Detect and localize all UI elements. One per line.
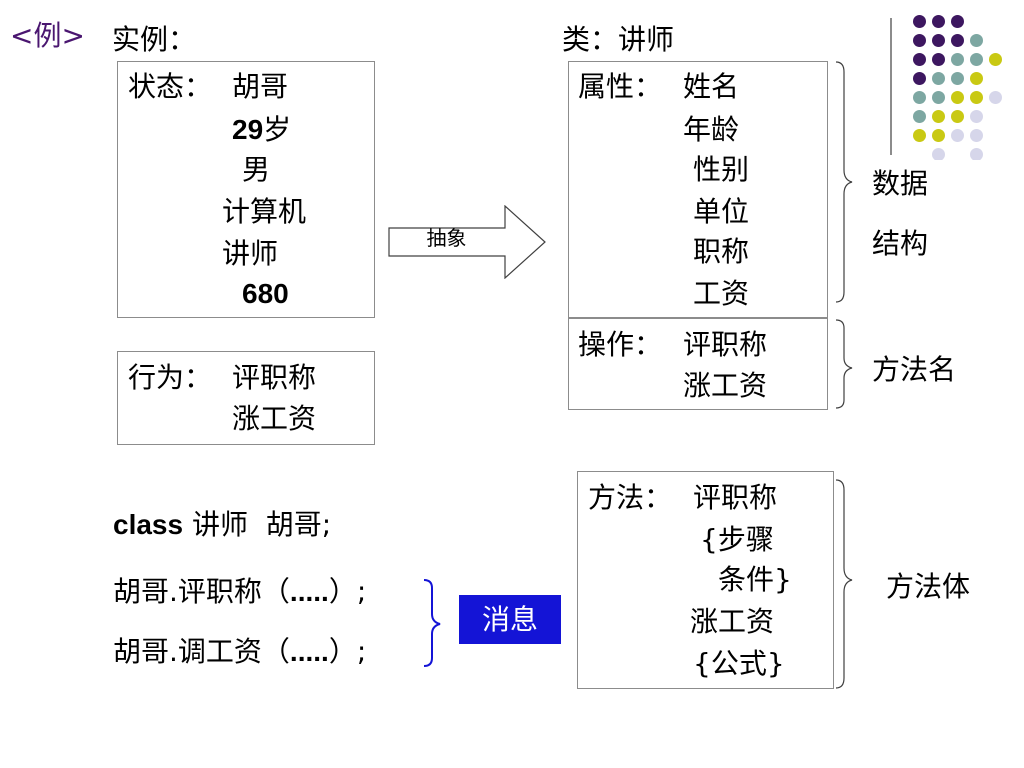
state-title: 讲师 bbox=[222, 237, 279, 270]
decorative-dot bbox=[913, 15, 926, 28]
message-call-2: 胡哥.调工资（.....）; bbox=[113, 638, 366, 666]
abstraction-label: 抽象 bbox=[426, 226, 467, 250]
class-operations-box bbox=[568, 318, 828, 410]
decorative-divider bbox=[890, 18, 892, 155]
method-body-box bbox=[577, 471, 834, 689]
method-label: 方法： bbox=[588, 481, 673, 514]
decorative-dot bbox=[932, 72, 945, 85]
attribute-item: 职称 bbox=[693, 235, 750, 268]
call-method: 评职称（ bbox=[177, 575, 290, 608]
decorative-dot bbox=[932, 53, 945, 66]
message-brace bbox=[423, 579, 441, 667]
class-declaration: class 讲师 胡哥; bbox=[113, 511, 331, 539]
method-body-label: 方法体 bbox=[886, 570, 971, 603]
decorative-dot bbox=[932, 34, 945, 47]
call-object: 胡哥. bbox=[113, 635, 178, 668]
decorative-dot bbox=[951, 53, 964, 66]
behavior-label: 行为： bbox=[128, 361, 213, 394]
state-label: 状态： bbox=[128, 70, 213, 103]
decorative-dot bbox=[970, 91, 983, 104]
instance-state-box bbox=[117, 61, 375, 318]
decorative-dot bbox=[932, 15, 945, 28]
data-structure-label-line1: 数据 bbox=[872, 167, 929, 200]
operations-label: 操作： bbox=[578, 328, 663, 361]
decorative-dot bbox=[932, 129, 945, 142]
decorative-dot bbox=[913, 91, 926, 104]
decorative-dot bbox=[970, 148, 983, 160]
decorative-dot bbox=[951, 91, 964, 104]
decorative-dot bbox=[951, 110, 964, 123]
behavior-item: 涨工资 bbox=[232, 402, 317, 435]
decorative-dot bbox=[970, 110, 983, 123]
decorative-dot bbox=[951, 15, 964, 28]
decorative-dot bbox=[932, 91, 945, 104]
method-line: 评职称 bbox=[693, 481, 778, 514]
method-line: 涨工资 bbox=[690, 605, 775, 638]
instance-heading: 实例： bbox=[112, 23, 197, 56]
operation-item: 评职称 bbox=[683, 328, 768, 361]
decorative-dot bbox=[932, 110, 945, 123]
message-box: 消息 bbox=[459, 595, 561, 644]
decorative-dot bbox=[913, 72, 926, 85]
slide-tag: <例> bbox=[10, 19, 85, 52]
method-name-brace bbox=[835, 319, 853, 409]
method-line: {步骤 bbox=[700, 523, 774, 556]
decorative-dot bbox=[913, 34, 926, 47]
decorative-dot bbox=[932, 148, 945, 160]
operation-item: 涨工资 bbox=[683, 369, 768, 402]
call-method: 调工资（ bbox=[177, 635, 290, 668]
state-age-unit: 岁 bbox=[263, 113, 292, 146]
state-department: 计算机 bbox=[222, 195, 307, 228]
call-args: ..... bbox=[289, 636, 329, 667]
method-line: 条件} bbox=[718, 563, 792, 596]
attribute-item: 单位 bbox=[693, 195, 750, 228]
decorative-dot bbox=[970, 72, 983, 85]
decorative-dot bbox=[951, 129, 964, 142]
instance-behavior-box bbox=[117, 351, 375, 445]
state-salary: 680 bbox=[242, 278, 289, 309]
class-declaration-rest: 讲师 胡哥; bbox=[183, 508, 332, 541]
decorative-dot-grid bbox=[900, 10, 1024, 160]
state-age-number: 29 bbox=[232, 114, 264, 145]
abstraction-arrow bbox=[388, 205, 546, 279]
attribute-item: 年龄 bbox=[683, 113, 740, 146]
decorative-dot bbox=[970, 53, 983, 66]
behavior-item: 评职称 bbox=[232, 361, 317, 394]
decorative-dot bbox=[989, 53, 1002, 66]
state-age: 29岁 bbox=[232, 116, 291, 144]
decorative-dot bbox=[951, 34, 964, 47]
call-end: ）; bbox=[328, 575, 367, 608]
decorative-dot bbox=[913, 53, 926, 66]
attributes-label: 属性： bbox=[578, 70, 663, 103]
class-attributes-box bbox=[568, 61, 828, 318]
class-keyword: class bbox=[113, 509, 184, 540]
call-object: 胡哥. bbox=[113, 575, 178, 608]
right-braces bbox=[835, 61, 853, 689]
message-call-1: 胡哥.评职称（.....）; bbox=[113, 578, 366, 606]
attribute-item: 工资 bbox=[693, 277, 750, 310]
method-line: {公式} bbox=[693, 647, 785, 680]
decorative-dot bbox=[970, 34, 983, 47]
decorative-dot bbox=[970, 129, 983, 142]
state-gender: 男 bbox=[242, 153, 271, 186]
decorative-dot bbox=[951, 72, 964, 85]
decorative-dot bbox=[913, 110, 926, 123]
data-structure-label-line2: 结构 bbox=[872, 227, 929, 260]
call-end: ）; bbox=[328, 635, 367, 668]
class-heading: 类：讲师 bbox=[562, 23, 675, 56]
method-name-label: 方法名 bbox=[872, 353, 957, 386]
state-name: 胡哥 bbox=[232, 70, 289, 103]
decorative-dot bbox=[989, 91, 1002, 104]
call-args: ..... bbox=[289, 576, 329, 607]
decorative-dot bbox=[913, 129, 926, 142]
data-structure-brace bbox=[835, 61, 853, 303]
attribute-item: 性别 bbox=[693, 153, 750, 186]
method-body-brace bbox=[835, 479, 853, 689]
attribute-item: 姓名 bbox=[683, 70, 740, 103]
